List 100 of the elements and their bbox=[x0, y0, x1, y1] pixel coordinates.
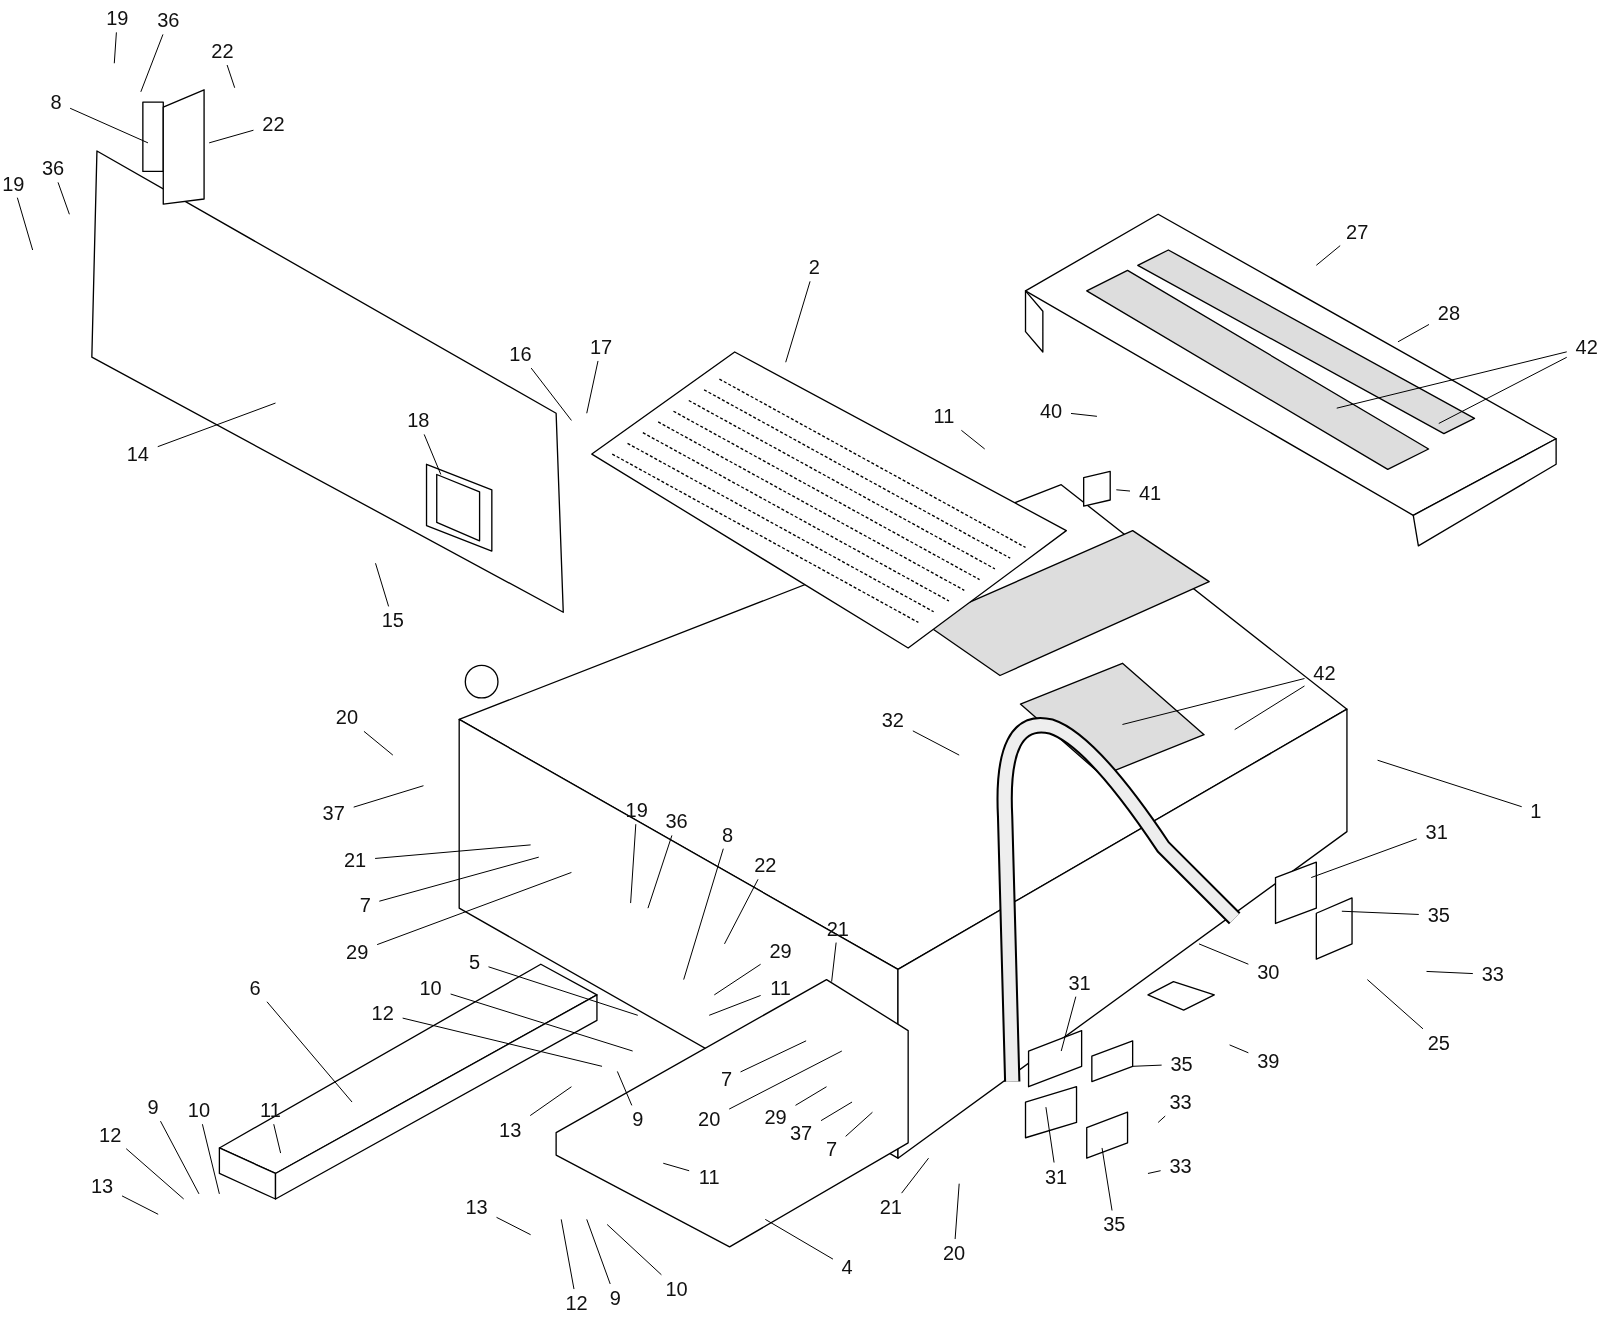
leader-line bbox=[226, 64, 236, 89]
callout-number: 19 bbox=[625, 799, 648, 822]
leader-line bbox=[121, 1195, 159, 1215]
callout-number: 13 bbox=[465, 1196, 488, 1219]
callout-number: 9 bbox=[632, 1108, 644, 1131]
leader-line bbox=[713, 963, 762, 996]
leader-line bbox=[795, 1086, 828, 1106]
callout-number: 9 bbox=[147, 1096, 159, 1119]
leader-line bbox=[16, 197, 34, 251]
leader-line bbox=[273, 1123, 282, 1154]
callout-number: 22 bbox=[754, 854, 777, 877]
callout-number: 7 bbox=[359, 894, 371, 917]
callout-number: 13 bbox=[90, 1174, 114, 1197]
leader-line bbox=[450, 993, 634, 1052]
leader-line bbox=[1426, 970, 1474, 975]
leader-line bbox=[647, 834, 673, 909]
leader-line bbox=[208, 129, 254, 144]
callout-number: 10 bbox=[665, 1277, 688, 1300]
leader-line bbox=[1147, 1170, 1162, 1174]
leader-line bbox=[586, 1218, 611, 1285]
callout-number: 37 bbox=[789, 1121, 813, 1144]
callout-number: 1 bbox=[1530, 800, 1542, 823]
leader-line bbox=[1438, 356, 1568, 424]
callout-number: 6 bbox=[249, 976, 261, 999]
leader-line bbox=[529, 1086, 572, 1117]
callout-number: 4 bbox=[841, 1256, 853, 1279]
callout-number: 20 bbox=[942, 1242, 966, 1265]
leader-line bbox=[1397, 323, 1430, 343]
callout-number: 35 bbox=[1170, 1053, 1193, 1076]
leader-line bbox=[1045, 1106, 1055, 1164]
callout-number: 12 bbox=[99, 1123, 122, 1146]
leader-line bbox=[376, 871, 572, 946]
callout-number: 40 bbox=[1039, 400, 1063, 423]
leader-line bbox=[606, 1224, 662, 1276]
callout-number: 13 bbox=[499, 1118, 522, 1141]
leader-line bbox=[1121, 678, 1305, 725]
leader-line bbox=[740, 1040, 807, 1073]
leader-line bbox=[831, 942, 837, 983]
callout-number: 20 bbox=[335, 706, 359, 729]
callout-number: 19 bbox=[2, 172, 25, 195]
callout-number: 11 bbox=[770, 976, 791, 999]
leader-line bbox=[1101, 1147, 1113, 1211]
callout-number: 36 bbox=[157, 9, 180, 32]
callout-number: 12 bbox=[371, 1002, 394, 1025]
leader-line bbox=[496, 1216, 532, 1236]
leader-line bbox=[378, 856, 540, 902]
callout-number: 35 bbox=[1103, 1213, 1126, 1236]
callout-number: 31 bbox=[1045, 1165, 1068, 1188]
callout-number: 31 bbox=[1068, 971, 1091, 994]
leader-line bbox=[1336, 351, 1568, 409]
leader-line bbox=[845, 1111, 873, 1137]
callout-number: 30 bbox=[1257, 961, 1280, 984]
leader-line bbox=[1377, 759, 1523, 808]
leader-line bbox=[616, 1070, 633, 1106]
leader-line bbox=[159, 1120, 200, 1195]
leader-line bbox=[708, 994, 762, 1016]
leader-line bbox=[785, 280, 811, 363]
leader-line bbox=[353, 785, 424, 808]
callout-number: 36 bbox=[41, 157, 65, 180]
leader-line bbox=[912, 730, 960, 756]
callout-number: 15 bbox=[381, 609, 404, 632]
callout-number: 21 bbox=[879, 1196, 902, 1219]
leader-line bbox=[586, 360, 599, 414]
leader-line bbox=[630, 823, 637, 904]
callout-number: 16 bbox=[509, 343, 532, 366]
callout-number: 14 bbox=[126, 443, 149, 466]
callout-number: 11 bbox=[260, 1099, 281, 1122]
callout-number: 19 bbox=[106, 7, 129, 30]
callout-number: 29 bbox=[346, 941, 369, 964]
callout-number: 8 bbox=[722, 823, 734, 846]
callout-number: 35 bbox=[1427, 904, 1450, 927]
leader-line bbox=[1229, 1044, 1249, 1054]
callout-number: 17 bbox=[589, 335, 613, 358]
callout-number: 33 bbox=[1481, 963, 1504, 986]
callout-number: 20 bbox=[698, 1108, 721, 1131]
callout-number: 29 bbox=[764, 1106, 787, 1129]
leader-line bbox=[724, 878, 759, 945]
callout-number: 11 bbox=[698, 1165, 720, 1188]
leader-line bbox=[488, 966, 639, 1016]
callout-number: 31 bbox=[1425, 820, 1448, 843]
leader-line bbox=[402, 1017, 603, 1067]
leader-line bbox=[1310, 838, 1418, 879]
callout-number: 7 bbox=[720, 1067, 733, 1090]
callout-number: 36 bbox=[665, 810, 688, 833]
leader-line bbox=[901, 1157, 930, 1194]
leader-line bbox=[69, 107, 149, 144]
leader-line bbox=[363, 730, 394, 756]
leader-line bbox=[266, 1001, 353, 1103]
callout-number: 5 bbox=[468, 951, 481, 974]
leader-line bbox=[683, 848, 724, 981]
callout-number: 27 bbox=[1346, 220, 1369, 243]
callout-number: 8 bbox=[50, 91, 62, 114]
callout-number: 42 bbox=[1313, 662, 1336, 685]
leader-line bbox=[662, 1162, 690, 1172]
leader-line bbox=[157, 402, 276, 448]
callout-number: 12 bbox=[565, 1292, 588, 1315]
leader-line bbox=[140, 33, 164, 93]
callout-number: 42 bbox=[1575, 335, 1598, 358]
callout-number: 32 bbox=[881, 709, 904, 732]
leader-line bbox=[1366, 979, 1424, 1030]
